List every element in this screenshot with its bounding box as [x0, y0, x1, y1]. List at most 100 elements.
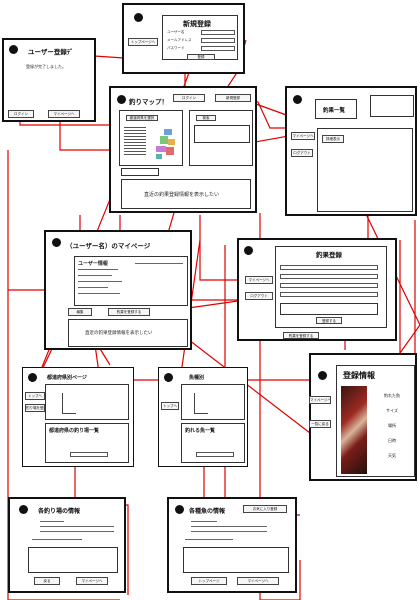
catch-list-filter: [370, 95, 414, 117]
pref-top-button[interactable]: トップへ: [25, 392, 45, 400]
list-entry[interactable]: [196, 452, 234, 457]
catchreg-mypage-button[interactable]: マイページへ: [245, 276, 273, 284]
form-field[interactable]: [280, 274, 378, 279]
detail-item: 天気: [388, 453, 396, 458]
detail-title: 登録情報: [343, 371, 375, 380]
favorite-button[interactable]: お気に入り登録: [243, 505, 287, 513]
spot-info-box: [28, 547, 118, 573]
node-dot: [244, 246, 253, 255]
form-field[interactable]: [280, 292, 378, 297]
field-label: パスワード: [167, 46, 185, 50]
mypage-title: （ユーザー名）のマイページ: [66, 242, 151, 250]
fish-mypage-button[interactable]: マイページへ: [237, 577, 279, 585]
image-upload-area[interactable]: [280, 303, 378, 315]
fish-page-title: 魚種別: [189, 375, 205, 381]
pref-list-title: 都道府県の釣り場一覧: [49, 428, 100, 434]
node-dot: [9, 45, 18, 54]
detail-item: 釣れた魚: [384, 393, 400, 398]
detail-item: 日時: [388, 438, 396, 443]
catch-detail-button[interactable]: 詳細表示: [322, 135, 344, 143]
connection-line: [7, 150, 120, 600]
catch-mypage-button[interactable]: マイページへ: [291, 132, 315, 140]
node-dot: [117, 95, 126, 104]
field-label: メールアドレス: [167, 38, 192, 42]
catch-list-screen: 釣果一覧 マイページへ ログアウト 詳細表示: [285, 86, 417, 216]
top-register-button[interactable]: 新規登録: [215, 94, 251, 102]
login-button[interactable]: ログイン: [8, 110, 34, 118]
node-dot: [164, 373, 173, 382]
node-dot: [175, 505, 184, 514]
top-search-field[interactable]: [121, 168, 159, 176]
node-dot: [134, 13, 143, 22]
search-box: [194, 125, 250, 143]
register-screen: 新規登録 ユーザー名 メールアドレス パスワード 登録 トップページへ: [122, 3, 245, 74]
top-login-button[interactable]: ログイン: [173, 94, 205, 102]
banner-text: 直近の釣果登録情報を表示したい: [144, 192, 220, 198]
catch-list-body: 詳細表示: [317, 128, 413, 212]
node-dot: [28, 373, 37, 382]
detail-item: 場所: [388, 423, 396, 428]
username-field[interactable]: [201, 30, 235, 35]
prefecture-page-screen: 都道府県別ページ トップへ 釣り場を登録 都道府県の釣り場一覧: [22, 367, 134, 467]
detail-panel: 登録情報 釣れた魚 サイズ 場所 日時 天気: [336, 365, 415, 477]
field-label: ユーザー名: [167, 30, 185, 34]
user-info-label: ユーザー情報: [78, 261, 108, 267]
catch-submit-button[interactable]: 登録する: [316, 317, 342, 324]
detail-item: サイズ: [386, 408, 398, 413]
connection-line: [59, 122, 110, 151]
mypage-register-catch-button[interactable]: 釣果を登録する: [108, 308, 150, 316]
search-button[interactable]: 検索: [196, 115, 216, 121]
japan-map-image: [154, 127, 180, 161]
fish-list-title: 釣れる魚一覧: [185, 428, 216, 434]
to-mypage-button[interactable]: マイページへ: [48, 110, 80, 118]
banner-text: 直近の釣果登録情報を表示したい: [85, 331, 153, 336]
catch-register-title: 釣果登録: [316, 251, 342, 259]
catch-logout-button[interactable]: ログアウト: [291, 149, 313, 157]
node-dot: [52, 238, 61, 247]
register-submit-button[interactable]: 登録: [187, 54, 215, 60]
fish-species-screen: 魚種別 トップへ 釣れる魚一覧: [158, 367, 248, 467]
search-panel: 検索: [189, 110, 253, 166]
detail-back-button[interactable]: 一覧に戻る: [309, 420, 331, 428]
spot-back-button[interactable]: 戻る: [34, 577, 60, 585]
fish-info-title: 各種魚の情報: [189, 508, 226, 515]
to-top-button[interactable]: トップページへ: [128, 38, 158, 46]
detail-items: 釣れた魚 サイズ 場所 日時 天気: [371, 388, 413, 463]
mypage-edit-button[interactable]: 編集: [68, 308, 92, 316]
register-title: 新規登録: [183, 20, 211, 28]
pref-register-button[interactable]: 釣り場を登録: [25, 404, 45, 412]
catchreg-logout-button[interactable]: ログアウト: [245, 292, 273, 300]
spot-info-screen: 各釣り場の情報 戻る マイページへ: [8, 497, 126, 593]
catchreg-footer-button[interactable]: 釣果を登録する: [283, 332, 319, 339]
node-dot: [318, 371, 327, 380]
catch-list-title: 釣果一覧: [323, 108, 346, 114]
connection-line: [199, 215, 248, 281]
prefecture-select[interactable]: 都道府県を選択: [126, 115, 158, 121]
prefecture-title: 都道府県別ページ: [47, 375, 87, 381]
detail-mypage-button[interactable]: マイページへ: [309, 396, 331, 404]
register-panel: 新規登録 ユーザー名 メールアドレス パスワード 登録: [162, 15, 238, 60]
pref-map-panel: [45, 384, 129, 420]
list-entry[interactable]: [70, 452, 108, 457]
fish-top-button[interactable]: トップへ: [161, 402, 179, 410]
fish-list-panel: 釣れる魚一覧: [181, 423, 245, 463]
node-dot: [19, 505, 28, 514]
catch-register-screen: 釣果登録 登録する マイページへ ログアウト 釣果を登録する: [237, 238, 397, 341]
node-dot: [293, 95, 302, 104]
form-field[interactable]: [280, 265, 378, 270]
registered-info-screen: 登録情報 釣れた魚 サイズ 場所 日時 天気: [309, 353, 417, 481]
map-panel: 都道府県を選択: [119, 110, 183, 166]
fish-top-page-button[interactable]: トップページ: [191, 577, 227, 585]
top-page-screen: 釣りマップ！ ログイン 新規登録 都道府県を選択 検索 直近の釣果登録情報を表示…: [109, 86, 257, 213]
top-title: 釣りマップ！: [129, 98, 168, 106]
login-title: ユーザー登録ﾃﾞ: [28, 48, 74, 56]
fish-map-panel: [181, 384, 245, 420]
form-field[interactable]: [280, 283, 378, 288]
mypage-profile-panel: ユーザー情報: [74, 256, 188, 306]
email-field[interactable]: [201, 38, 235, 43]
spot-mypage-button[interactable]: マイページへ: [76, 577, 108, 585]
fish-photo: [341, 386, 367, 474]
mypage-recent-banner: 直近の釣果登録情報を表示したい: [68, 319, 188, 347]
password-field[interactable]: [201, 46, 235, 51]
fish-info-screen: 各種魚の情報 お気に入り登録 トップページ マイページへ: [167, 497, 297, 593]
